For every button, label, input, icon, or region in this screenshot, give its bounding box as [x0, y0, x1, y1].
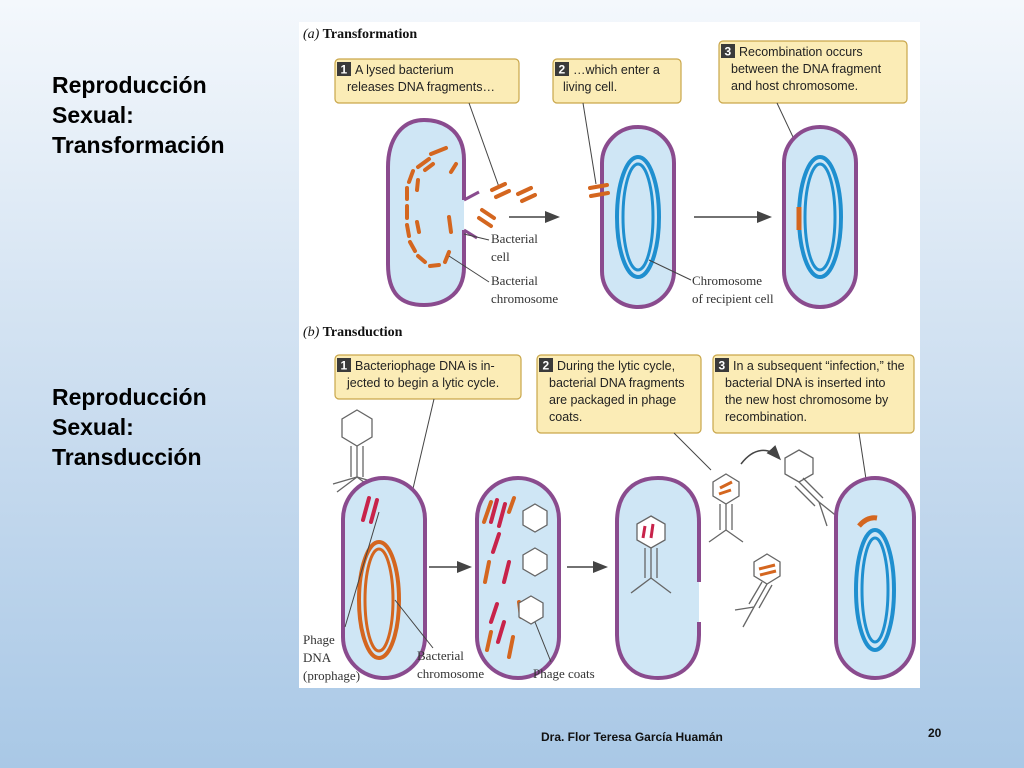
lysed-bacterium — [386, 117, 537, 308]
label-bacterial-cell: cell — [491, 249, 510, 264]
page-number: 20 — [928, 726, 942, 740]
callout-b1: 1 Bacteriophage DNA is in- jected to beg… — [334, 354, 522, 528]
step-badge-b2 — [539, 358, 553, 372]
panel-transformation: (a) Transformation 1 A lysed bacterium r… — [303, 27, 908, 309]
heading-transformation: Reproducción Sexual: Transformación — [52, 70, 225, 160]
label-phage-coats: Phage coats — [533, 666, 595, 681]
callout-text-line: bacterial DNA is inserted into — [725, 376, 886, 390]
heading-line: Sexual: — [52, 414, 134, 440]
panel-b-title: (b) Transduction — [303, 325, 403, 340]
callout-b3: 3 In a subsequent “infection,” the bacte… — [712, 354, 915, 513]
step-number: 1 — [341, 359, 348, 373]
phage-dna-fragments — [489, 498, 511, 644]
panel-a-letter: (a) — [303, 27, 320, 42]
transformation-transduction-figure: (a) Transformation 1 A lysed bacterium r… — [299, 22, 920, 688]
step-number: 3 — [719, 359, 726, 373]
callout-text-line: jected to begin a lytic cycle. — [346, 376, 499, 390]
label-bacterial-chromosome: Bacterial — [417, 648, 464, 663]
author-name: Dra. Flor Teresa García Huamán — [541, 730, 723, 744]
callout-text-line: During the lytic cycle, — [557, 359, 675, 373]
label-phage-dna: DNA — [303, 650, 332, 665]
lytic-cell — [475, 476, 561, 680]
released-dna-fragments — [477, 182, 537, 228]
label-recipient-chromosome: Chromosome — [692, 273, 762, 288]
lysing-cell — [615, 473, 781, 681]
panel-b-letter: (b) — [303, 325, 320, 340]
callout-text-line: living cell. — [563, 80, 617, 94]
phage-dna-injected — [361, 496, 379, 524]
step-badge-a3 — [721, 44, 735, 58]
label-phage-dna: (prophage) — [303, 668, 360, 683]
callout-b2: 2 During the lytic cycle, bacterial DNA … — [536, 354, 712, 471]
callout-text-line: the new host chromosome by — [725, 393, 889, 407]
callout-text-line: are packaged in phage — [549, 393, 676, 407]
step-badge-a2 — [555, 62, 569, 76]
heading-line: Reproducción — [52, 384, 207, 410]
step-badge-a1 — [337, 62, 351, 76]
callout-text-line: Bacteriophage DNA is in- — [355, 359, 495, 373]
recipient-cell — [588, 125, 676, 309]
callout-a3: 3 Recombination occurs between the DNA f… — [718, 40, 908, 138]
step-badge-b3 — [715, 358, 729, 372]
infected-cell — [332, 409, 427, 680]
bacterial-chromosome-fragments — [405, 146, 458, 268]
released-phage — [734, 553, 781, 628]
infecting-phage — [784, 449, 840, 527]
heading-transduction: Reproducción Sexual: Transducción — [52, 382, 207, 472]
label-bacterial-chromosome: chromosome — [417, 666, 484, 681]
arrow — [740, 445, 782, 465]
panel-a-title: (a) Transformation — [303, 27, 417, 42]
label-phage-dna: Phage — [303, 632, 335, 647]
step-number: 1 — [341, 63, 348, 77]
callout-text-line: A lysed bacterium — [355, 63, 454, 77]
callout-a1: 1 A lysed bacterium releases DNA fragmen… — [334, 58, 520, 188]
label-bacterial-chromosome: chromosome — [491, 291, 558, 306]
label-bacterial-chromosome: Bacterial — [491, 273, 538, 288]
step-badge-b1 — [337, 358, 351, 372]
step-number: 2 — [543, 359, 550, 373]
callout-text-line: releases DNA fragments… — [347, 80, 495, 94]
callout-text-line: In a subsequent “infection,” the — [733, 359, 905, 373]
callout-text-line: coats. — [549, 410, 582, 424]
heading-line: Transformación — [52, 132, 225, 158]
callout-text-line: between the DNA fragment — [731, 62, 882, 76]
label-recipient-chromosome: of recipient cell — [692, 291, 774, 306]
heading-line: Reproducción — [52, 72, 207, 98]
step-number: 2 — [559, 63, 566, 77]
panel-transduction: (b) Transduction 1 Bacteriophage DNA is … — [303, 325, 916, 683]
callout-text-line: recombination. — [725, 410, 807, 424]
entering-dna-fragment — [588, 183, 610, 198]
callout-text-line: …which enter a — [573, 63, 660, 77]
step-number: 3 — [725, 45, 732, 59]
callout-a2: 2 …which enter a living cell. — [552, 58, 682, 185]
released-phage — [708, 473, 744, 543]
figure-svg: (a) Transformation 1 A lysed bacterium r… — [303, 27, 916, 683]
heading-line: Transducción — [52, 444, 202, 470]
label-bacterial-cell: Bacterial — [491, 231, 538, 246]
inserted-bacterial-dna — [857, 515, 878, 528]
recombined-cell — [782, 125, 858, 309]
phage-coats — [518, 503, 548, 625]
callout-text-line: Recombination occurs — [739, 45, 863, 59]
callout-text-line: bacterial DNA fragments — [549, 376, 684, 390]
callout-text-line: and host chromosome. — [731, 79, 858, 93]
heading-line: Sexual: — [52, 102, 134, 128]
new-host-cell — [784, 449, 916, 680]
